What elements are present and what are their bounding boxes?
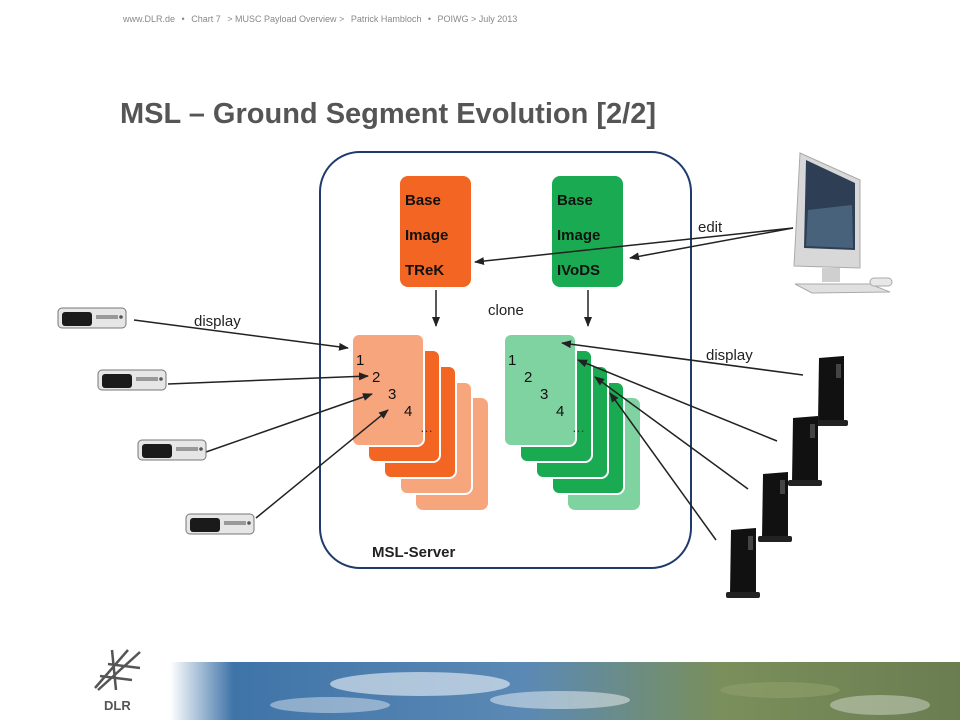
- header-chart: Chart 7: [191, 14, 221, 24]
- thin-client-4: [185, 513, 255, 535]
- thin-client-2: [97, 369, 167, 391]
- ivods-instance-4: 4: [556, 403, 564, 420]
- imac-workstation: [793, 152, 893, 294]
- edit-label: edit: [698, 219, 723, 236]
- trek-instance-1: 1: [356, 352, 364, 369]
- display-arrow-right-1: [561, 340, 804, 376]
- svg-text:Base: Base: [557, 192, 593, 209]
- trek-clone-stack: 1 2 3 4 …: [351, 333, 488, 510]
- header-site: www.DLR.de: [123, 14, 176, 24]
- svg-text:Base: Base: [405, 192, 441, 209]
- tower-client-3: [758, 472, 792, 542]
- header-event: POIWG > July 2013: [437, 14, 518, 24]
- display-arrow-right-2: [577, 359, 778, 442]
- trek-instance-2: 2: [372, 369, 380, 386]
- svg-text:Image: Image: [405, 227, 448, 244]
- ivods-instance-more: …: [572, 420, 585, 435]
- edit-arrow-ivods: [629, 227, 794, 261]
- msl-server-label: MSL-Server: [372, 544, 456, 561]
- tower-client-4: [726, 528, 760, 598]
- clone-label: clone: [488, 302, 524, 319]
- header-breadcrumb: www.DLR.de • Chart 7 > MUSC Payload Over…: [123, 14, 521, 24]
- trek-instance-3: 3: [388, 386, 396, 403]
- header-breadcrumb-1: > MUSC Payload Overview >: [227, 14, 345, 24]
- ivods-instance-3: 3: [540, 386, 548, 403]
- trek-instance-4: 4: [404, 403, 412, 420]
- ivods-instance-1: 1: [508, 352, 516, 369]
- edit-arrow-trek: [474, 227, 794, 266]
- display-arrow-left-1: [133, 319, 349, 351]
- display-arrow-left-4: [255, 409, 389, 519]
- svg-text:IVoDS: IVoDS: [557, 262, 600, 279]
- header-author: Patrick Hambloch: [350, 14, 422, 24]
- header-sep-1: •: [181, 14, 185, 24]
- display-arrow-left-2: [167, 372, 369, 385]
- thin-client-1: [57, 307, 127, 329]
- display-label-left: display: [194, 313, 241, 330]
- page-title: MSL – Ground Segment Evolution [2/2]: [120, 98, 657, 130]
- header-sep-2: •: [427, 14, 432, 24]
- dlr-logo-text: DLR: [104, 698, 131, 713]
- base-image-trek: Base Image TReK: [400, 176, 471, 287]
- svg-text:TReK: TReK: [405, 262, 444, 279]
- tower-client-2: [788, 416, 822, 486]
- ivods-instance-2: 2: [524, 369, 532, 386]
- ivods-clone-stack: 1 2 3 4 …: [503, 333, 640, 510]
- earth-banner: [170, 662, 960, 720]
- display-arrow-right-4: [609, 392, 717, 541]
- base-image-ivods: Base Image IVoDS: [552, 176, 623, 287]
- trek-instance-more: …: [420, 420, 433, 435]
- display-arrow-left-3: [205, 393, 373, 453]
- tower-client-1: [814, 356, 848, 426]
- display-arrow-right-3: [594, 376, 749, 490]
- svg-text:Image: Image: [557, 227, 600, 244]
- dlr-logo: DLR: [94, 649, 141, 713]
- thin-client-3: [137, 439, 207, 461]
- display-label-right: display: [706, 347, 753, 364]
